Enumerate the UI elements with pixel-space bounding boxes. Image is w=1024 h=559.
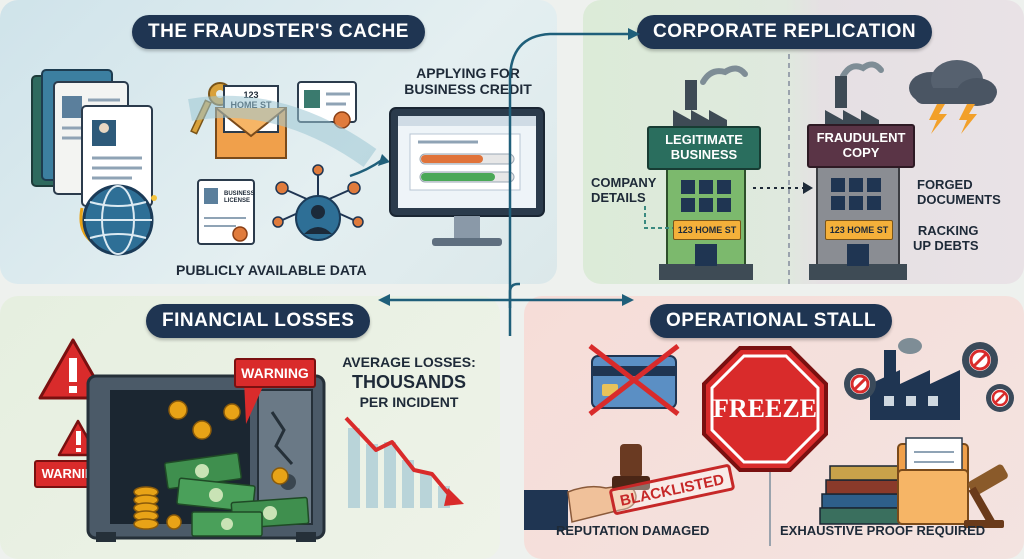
id-card-icon	[297, 81, 357, 129]
copy-arrow	[753, 182, 813, 194]
warning-badge-left: WARNING	[34, 460, 112, 488]
reputation-damaged-label: REPUTATION DAMAGED	[556, 523, 710, 538]
exhaustive-proof-label: EXHAUSTIVE PROOF REQUIRED	[780, 523, 986, 538]
racking-up-debts-label: RACKING UP DEBTS	[913, 223, 979, 253]
warning-badge-top-text: WARNING	[241, 365, 309, 381]
central-flow-connector	[378, 28, 640, 336]
factory-gears-icon	[844, 338, 1014, 420]
warning-badge-top: WARNING	[234, 358, 316, 388]
stamp-hand-icon	[524, 444, 650, 530]
document-stack-icon	[31, 69, 153, 207]
panel-divider-line	[788, 54, 790, 284]
storm-cloud-icon	[909, 60, 997, 134]
panel-title-fraudsters-cache: THE FRAUDSTER'S CACHE	[132, 15, 425, 49]
company-details-connector	[644, 206, 673, 229]
forged-documents-label: FORGED DOCUMENTS	[917, 177, 1001, 207]
globe-icon	[79, 184, 157, 256]
flow-arrow-to-monitor	[188, 95, 390, 178]
address-plate-legit: 123 HOME ST	[673, 220, 741, 240]
average-losses-line1: AVERAGE LOSSES:	[342, 354, 476, 370]
address-plate-legit-text: 123 HOME ST	[677, 225, 737, 235]
address-plate-fraud-text: 123 HOME ST	[829, 225, 889, 235]
panel-financial-losses: FINANCIAL LOSSES WARNING	[0, 296, 500, 559]
identity-network-icon	[272, 164, 364, 241]
stop-sign-icon	[702, 346, 828, 472]
panel-title-corporate-replication: CORPORATE REPLICATION	[637, 15, 933, 49]
blocked-credit-card-icon	[588, 344, 680, 416]
broken-safe-icon	[86, 374, 326, 542]
fraudulent-copy-sign: FRAUDULENT COPY	[807, 124, 915, 168]
panel-fraudsters-cache: THE FRAUDSTER'S CACHE 1	[0, 0, 557, 284]
panel-title-financial-losses: FINANCIAL LOSSES	[146, 304, 371, 338]
business-license-icon	[197, 179, 255, 245]
panel-corporate-replication: CORPORATE REPLICATION LEGITIMATE BUSINES…	[583, 0, 1024, 284]
legitimate-business-sign-text: LEGITIMATE BUSINESS	[665, 132, 743, 162]
company-details-label: COMPANY DETAILS	[591, 175, 657, 205]
freeze-sign-text: FREEZE	[712, 394, 818, 423]
address-plate-fraud: 123 HOME ST	[825, 220, 893, 240]
legitimate-business-sign: LEGITIMATE BUSINESS	[647, 126, 761, 170]
computer-monitor-icon	[389, 107, 545, 246]
average-losses-line2: THOUSANDS	[351, 372, 466, 392]
panel-title-operational-stall: OPERATIONAL STALL	[650, 304, 893, 338]
legal-documents-gavel-icon	[819, 437, 1008, 528]
declining-chart-icon	[344, 416, 464, 508]
panel-operational-stall: OPERATIONAL STALL BLACKLISTED FREEZE	[524, 296, 1024, 559]
applying-for-credit-label: APPLYING FOR BUSINESS CREDIT	[404, 65, 532, 98]
warning-callout-pointer	[244, 380, 266, 424]
average-losses-line3: PER INCIDENT	[359, 394, 459, 410]
legitimate-building-icon	[659, 65, 753, 280]
fraudulent-copy-sign-text: FRAUDULENT COPY	[816, 130, 906, 160]
business-license-text: BUSINESS LICENSE	[224, 191, 255, 204]
publicly-available-data-label: PUBLICLY AVAILABLE DATA	[176, 262, 367, 278]
